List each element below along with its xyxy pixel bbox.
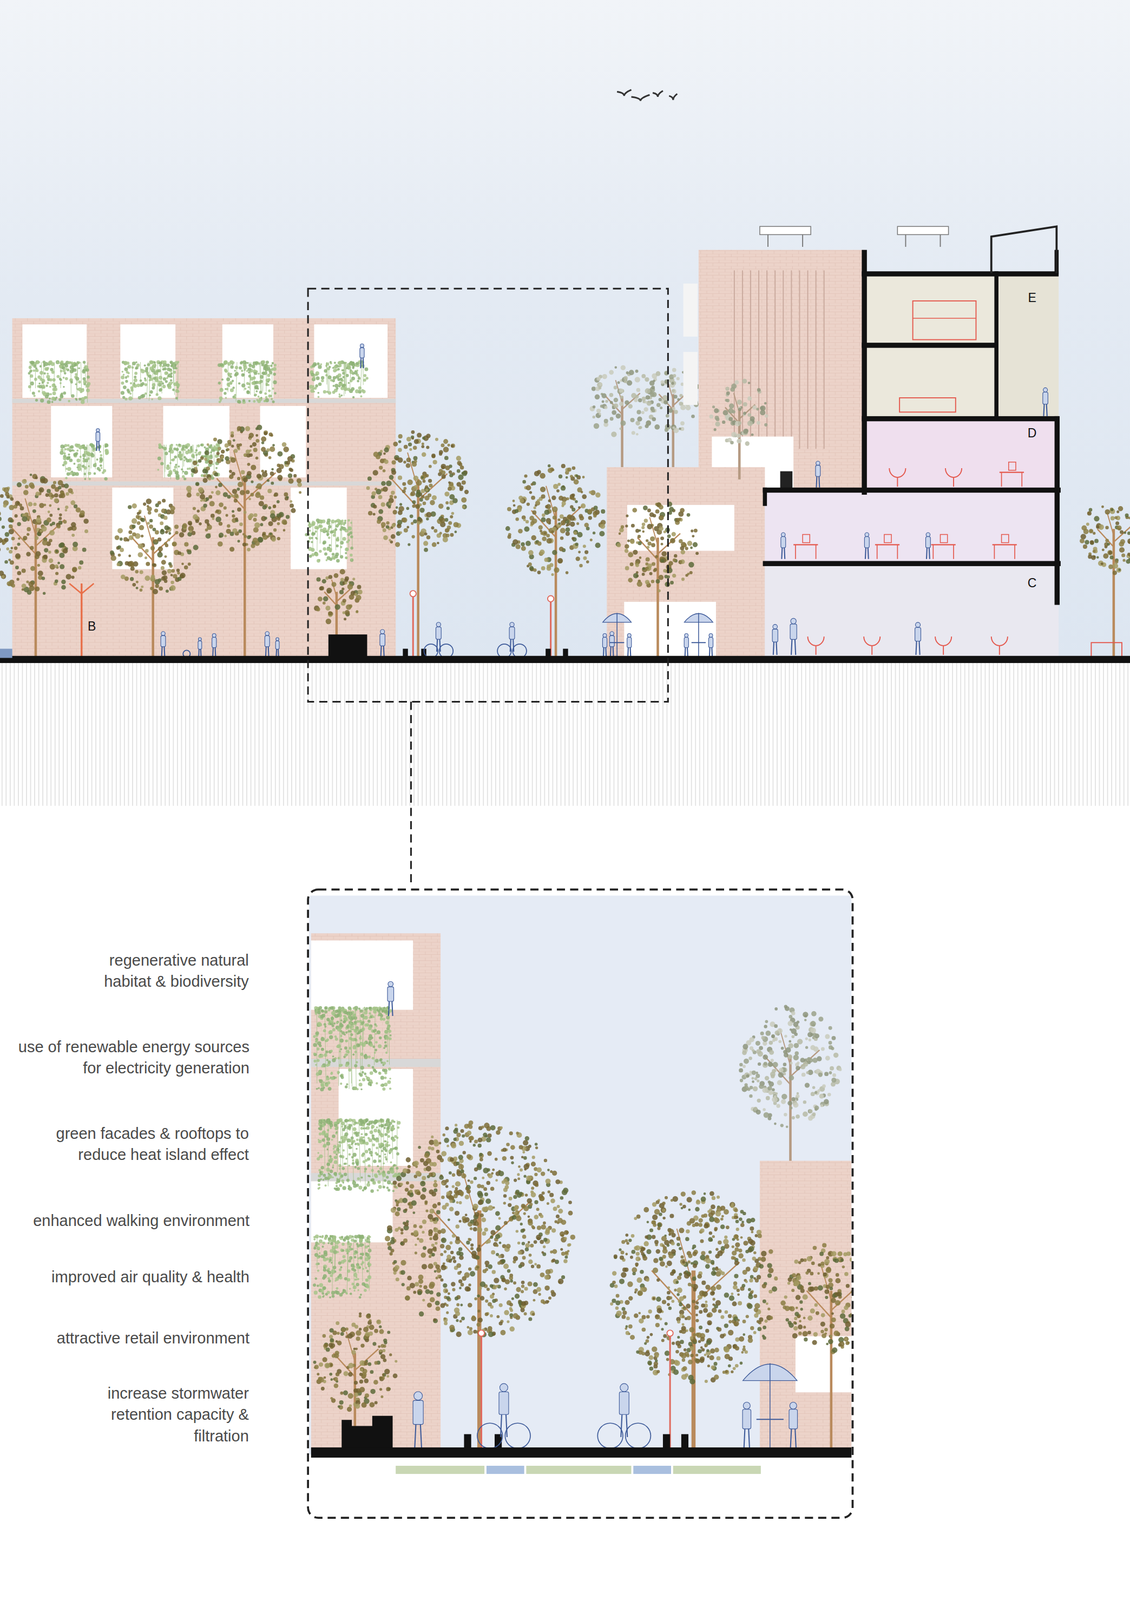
page: EDCBregenerative natural habitat & biodi… — [0, 0, 1130, 1600]
